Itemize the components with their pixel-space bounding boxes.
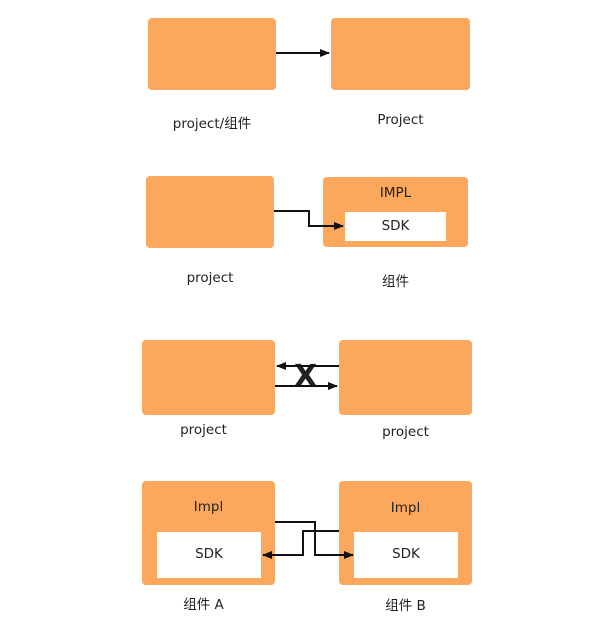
row4-right-sdk-label: SDK: [392, 546, 420, 562]
row2-right-box: IMPL SDK: [323, 177, 468, 247]
row3-right-label: project: [382, 424, 429, 440]
row1-left-box: [148, 18, 276, 90]
row2-left-label: project: [186, 270, 234, 286]
row2-right-box-title: IMPL: [379, 185, 412, 201]
row2-right-label: 组件: [382, 274, 409, 290]
row4-left-box-title: Impl: [193, 499, 224, 515]
row4-left-sdk-block: SDK: [157, 532, 261, 578]
row3-left-box: [142, 340, 275, 415]
row2-left-box: [146, 176, 274, 248]
row4-right-box-title: Impl: [390, 500, 421, 516]
row3-left-label: project: [180, 422, 227, 438]
row1-left-label: project/组件: [172, 116, 252, 132]
row4-left-sdk-label: SDK: [195, 546, 223, 562]
blocked-x-mark: X: [294, 359, 318, 394]
row2-sdk-label: SDK: [381, 218, 410, 234]
row4-right-box: Impl SDK: [339, 481, 472, 585]
row4-right-label: 组件 B: [385, 598, 426, 614]
row4-right-sdk-block: SDK: [354, 532, 458, 578]
row2-sdk-block: SDK: [345, 212, 446, 241]
row4-left-box: Impl SDK: [142, 481, 275, 585]
row4-left-label: 组件 A: [183, 597, 224, 613]
row1-right-label: Project: [377, 112, 424, 128]
row1-right-box: [331, 18, 470, 90]
row3-right-box: [339, 340, 472, 415]
